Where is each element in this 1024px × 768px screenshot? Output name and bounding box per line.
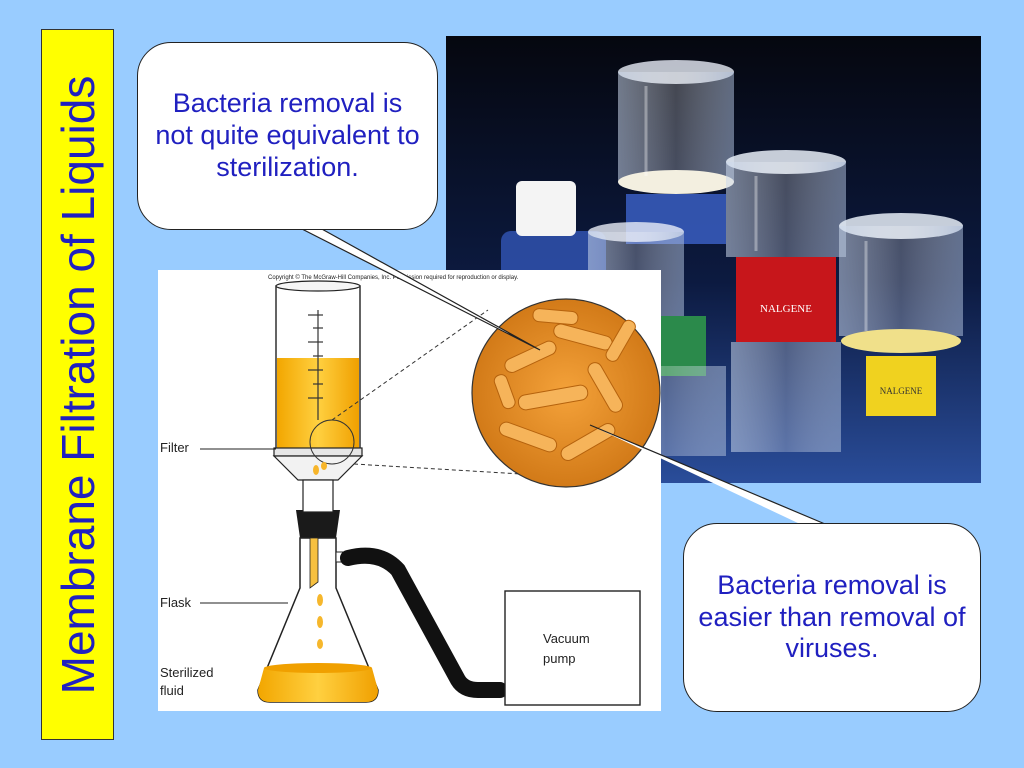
copyright-text: Copyright © The McGraw-Hill Companies, I… xyxy=(268,274,519,281)
sterilized-fluid xyxy=(258,668,378,702)
vacuum-hose xyxy=(340,547,508,698)
filtration-diagram: Copyright © The McGraw-Hill Companies, I… xyxy=(158,270,661,711)
callout-viruses-text: Bacteria removal is easier than removal … xyxy=(698,569,966,664)
sterilized-fluid-label-2: fluid xyxy=(160,683,184,698)
top-callout-pointer xyxy=(299,227,541,351)
rubber-stopper xyxy=(296,510,340,538)
title-bar: Membrane Filtration of Liquids xyxy=(41,29,114,740)
red-collar xyxy=(736,257,836,342)
vacuum-pump-label-1: Vacuum xyxy=(543,631,590,646)
filter-label: Filter xyxy=(160,440,190,455)
vacuum-pump xyxy=(504,590,641,706)
sterilized-fluid-label-1: Sterilized xyxy=(160,665,213,680)
callout-sterilization-text: Bacteria removal is not quite equivalent… xyxy=(155,88,420,182)
brand-label: NALGENE xyxy=(760,303,812,315)
yellow-collar xyxy=(866,356,936,416)
brand-label: NALGENE xyxy=(880,386,923,396)
callout-viruses: Bacteria removal is easier than removal … xyxy=(683,523,981,712)
callout-sterilization: Bacteria removal is not quite equivalent… xyxy=(137,42,438,230)
flask-label: Flask xyxy=(160,595,192,610)
vacuum-pump-label-2: pump xyxy=(543,651,576,666)
filtration-apparatus-illustration: Copyright © The McGraw-Hill Companies, I… xyxy=(160,274,661,706)
bottom-callout-pointer xyxy=(589,424,826,525)
bottle-cap xyxy=(516,181,576,236)
